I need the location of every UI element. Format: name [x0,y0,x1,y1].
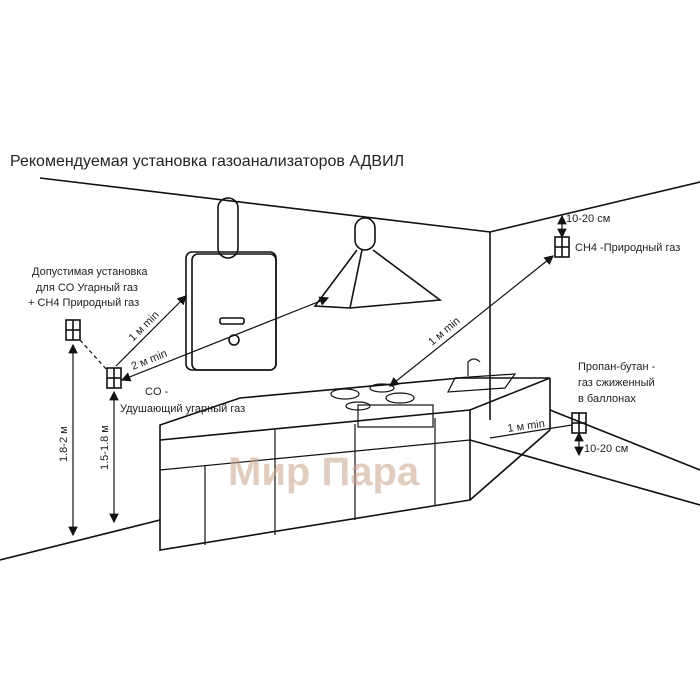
propane-label-1: Пропан-бутан - [578,361,656,373]
ch4-label: CH4 -Природный газ [575,242,680,254]
dist-floor-1m: 1 м min [507,418,546,435]
range-hood [313,217,443,309]
height-2: 1.5-1.8 м [99,425,111,470]
co-label-1: CO - [145,386,169,398]
sensor-propane-floor [571,412,587,434]
ceiling-gap: 10-20 см [566,213,610,225]
propane-label-2: газ сжиженный [578,377,655,389]
sensor-left-wall [65,319,81,341]
floor-gap: 10-20 см [584,443,628,455]
kitchen-counters [159,358,551,551]
dist-boiler-1m: 1 м min [127,309,162,344]
left-note-line-3: + CH4 Природный газ [28,297,139,309]
co-label-2: Удушающий угарный газ [120,403,245,415]
propane-label-3: в баллонах [578,393,636,405]
sensor-ch4-ceiling [554,236,570,258]
left-note-line-1: Допустимая установка [32,266,148,278]
height-1: 1.8-2 м [58,426,70,462]
sensor-co-ch4 [106,367,122,389]
left-note-line-2: для CO Угарный газ [36,282,138,294]
diagram-title: Рекомендуемая установка газоанализаторов… [10,153,404,170]
watermark: Мир Пара [228,450,420,494]
gas-boiler [185,197,277,371]
distance-arrows [68,214,584,537]
